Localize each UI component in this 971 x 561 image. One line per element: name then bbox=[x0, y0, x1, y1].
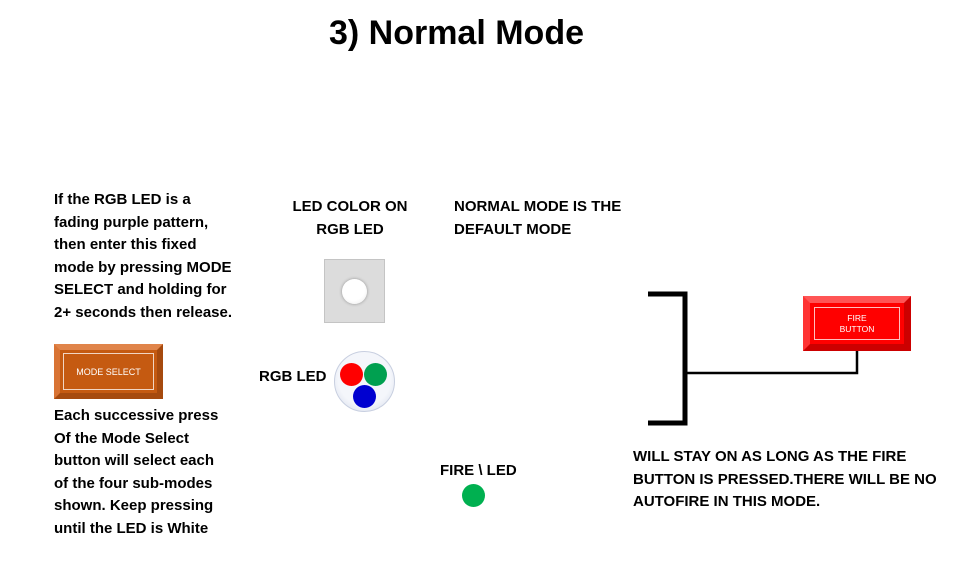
fire-button-label: FIRE BUTTON bbox=[840, 313, 875, 335]
fire-button-line: FIRE bbox=[847, 312, 867, 323]
mode-select-label: MODE SELECT bbox=[76, 366, 141, 377]
normal-mode-line: NORMAL MODE IS THE bbox=[454, 198, 622, 215]
page-title: 3) Normal Mode bbox=[328, 14, 585, 52]
instructions-line: fading purple pattern, bbox=[54, 213, 209, 231]
blue-led-dot bbox=[353, 385, 376, 408]
successive-press-line: Of the Mode Select bbox=[54, 429, 190, 447]
mode-select-button[interactable]: MODE SELECT bbox=[54, 344, 163, 399]
switch-wire bbox=[685, 351, 859, 375]
stay-on-line: BUTTON IS PRESSED.THERE WILL BE NO bbox=[633, 470, 937, 488]
led-color-line: LED COLOR ON bbox=[292, 198, 408, 215]
led-color-heading: LED COLOR ON RGB LED bbox=[287, 196, 413, 241]
instructions-line: 2+ seconds then release. bbox=[54, 303, 233, 321]
led-color-line: RGB LED bbox=[316, 220, 384, 238]
instructions-text: If the RGB LED is a fading purple patter… bbox=[54, 189, 232, 324]
instructions-line: If the RGB LED is a bbox=[54, 191, 191, 208]
button-inner-border bbox=[814, 307, 900, 340]
successive-press-line: button will select each bbox=[54, 452, 215, 469]
fire-led-label: FIRE \ LED bbox=[440, 462, 517, 479]
switch-bracket bbox=[648, 291, 688, 426]
fire-led-icon bbox=[462, 484, 485, 507]
stay-on-line: AUTOFIRE IN THIS MODE. bbox=[633, 493, 821, 510]
red-led-dot bbox=[340, 363, 363, 386]
white-led-icon bbox=[342, 279, 367, 304]
stay-on-note: WILL STAY ON AS LONG AS THE FIRE BUTTON … bbox=[633, 446, 937, 514]
instructions-line: then enter this fixed bbox=[54, 236, 197, 253]
successive-press-line: of the four sub-modes bbox=[54, 474, 213, 492]
successive-press-line: shown. Keep pressing bbox=[54, 497, 214, 514]
stay-on-line: WILL STAY ON AS LONG AS THE FIRE bbox=[633, 448, 907, 465]
normal-mode-note: NORMAL MODE IS THE DEFAULT MODE bbox=[454, 196, 621, 241]
successive-press-line: until the LED is White bbox=[54, 519, 209, 537]
instructions-line: SELECT and holding for bbox=[54, 281, 227, 298]
normal-mode-line: DEFAULT MODE bbox=[454, 220, 572, 238]
rgb-led-label: RGB LED bbox=[259, 368, 327, 385]
instructions-line: mode by pressing MODE bbox=[54, 258, 232, 276]
successive-press-line: Each successive press bbox=[54, 407, 219, 424]
button-inner-border bbox=[63, 353, 154, 390]
green-led-dot bbox=[364, 363, 387, 386]
fire-button-line: BUTTON bbox=[839, 323, 875, 334]
successive-press-text: Each successive press Of the Mode Select… bbox=[54, 405, 218, 540]
fire-button[interactable]: FIRE BUTTON bbox=[803, 296, 911, 351]
